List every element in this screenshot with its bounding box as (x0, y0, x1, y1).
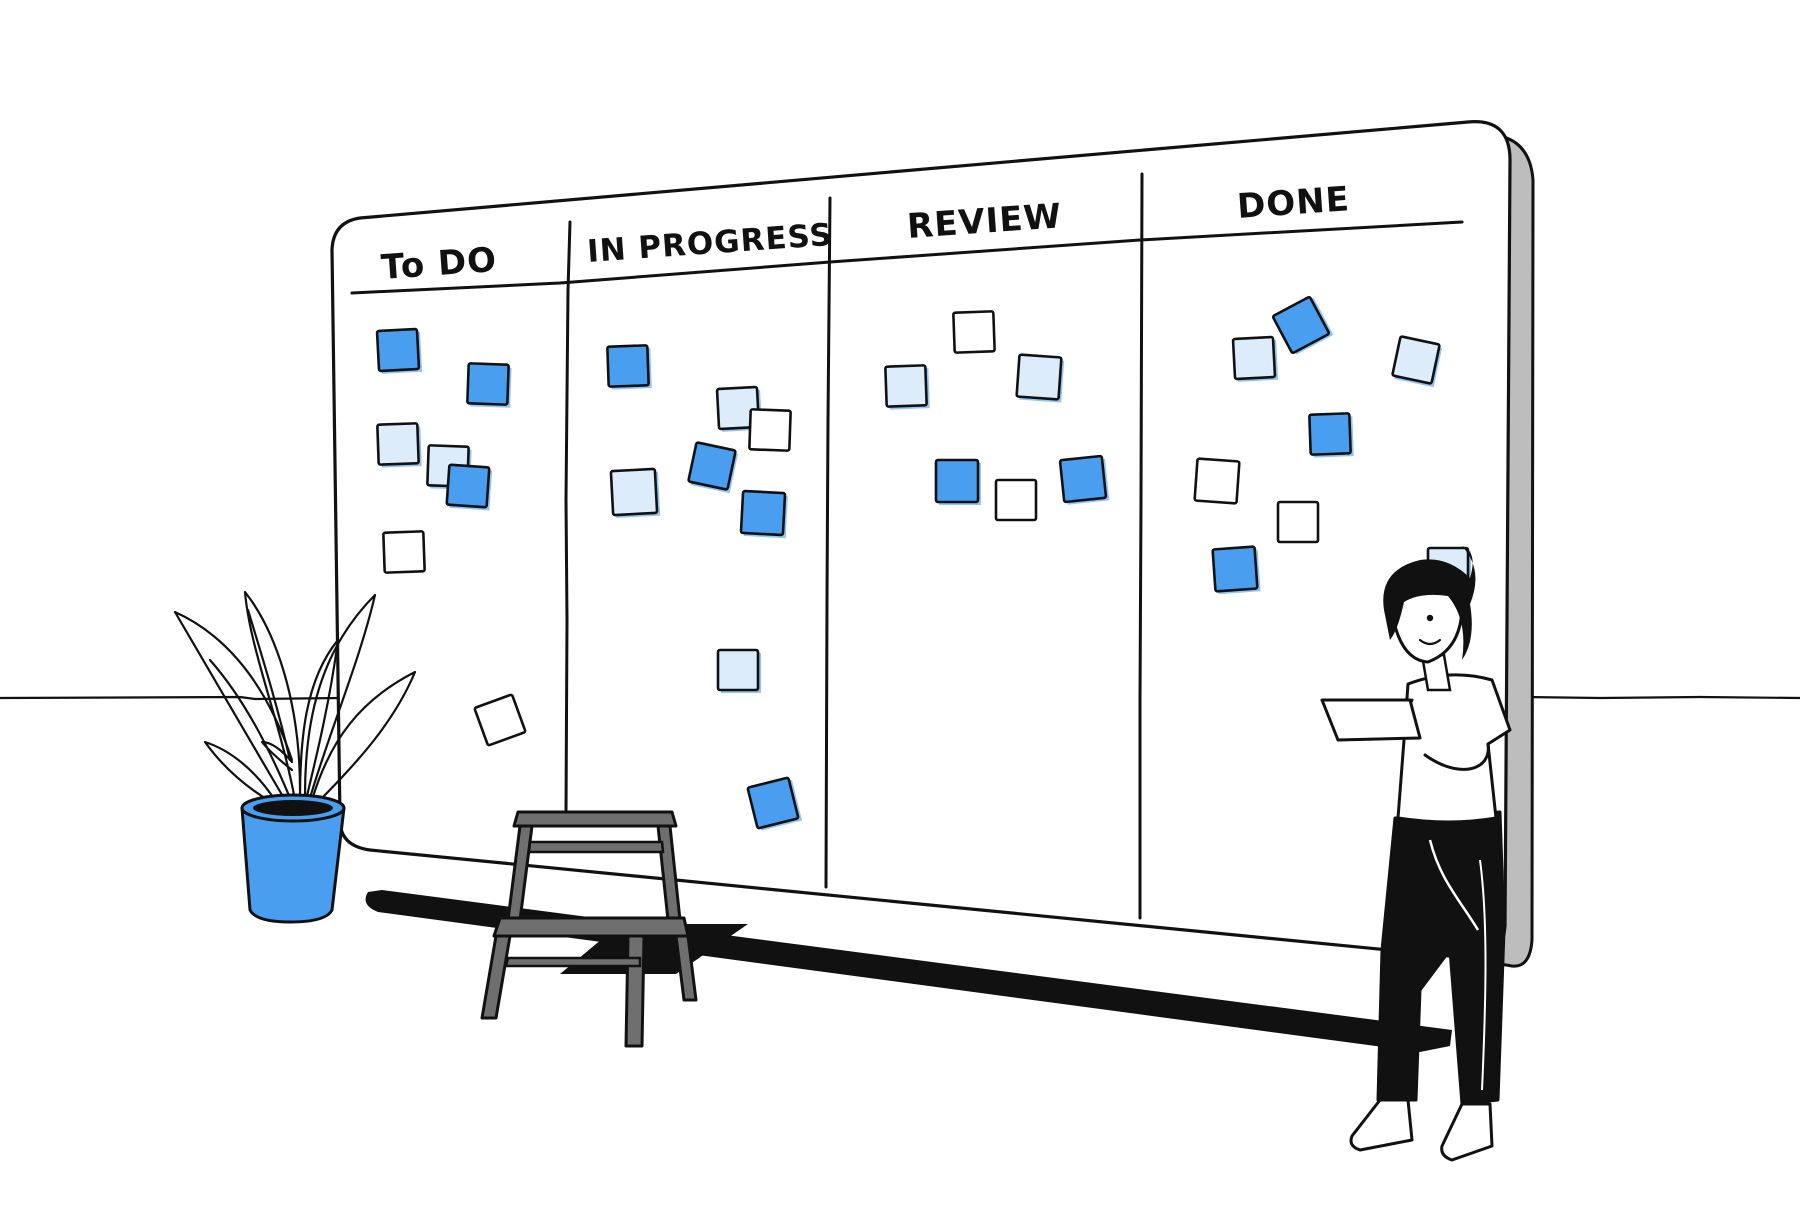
sticky-note-done (1391, 335, 1443, 388)
person-shoe-left (1349, 1098, 1414, 1152)
potted-plant (173, 590, 417, 924)
sticky-note-to-do (375, 327, 423, 374)
sticky-note-review (1015, 353, 1065, 403)
person-shoe-right (1440, 1102, 1494, 1162)
column-dividers (564, 172, 1144, 920)
tablet (1320, 698, 1422, 742)
sticky-note-done (1276, 500, 1320, 544)
sticky-note-to-do (473, 693, 527, 747)
person-hair (1383, 546, 1476, 660)
sticky-note-in-progress (606, 344, 652, 390)
sticky-notes (375, 296, 1471, 831)
sticky-note-in-progress (609, 467, 661, 518)
sticky-note-in-progress (687, 441, 739, 494)
sticky-note-done (1193, 457, 1241, 505)
sticky-note-in-progress (748, 408, 792, 452)
step-stool (480, 810, 748, 1048)
sticky-note-to-do (466, 362, 512, 408)
sticky-note-done (1272, 296, 1334, 355)
sticky-note-done (1211, 545, 1261, 595)
sticky-note-to-do (445, 463, 493, 511)
sticky-note-done (1308, 412, 1354, 458)
sticky-note-done (1231, 335, 1279, 382)
sticky-note-review (1058, 454, 1110, 505)
whiteboard (330, 120, 1512, 960)
person-trousers (1376, 810, 1506, 1106)
sticky-note-review (952, 310, 996, 354)
sticky-note-in-progress (746, 776, 803, 831)
column-label-to-do: To DO (380, 240, 499, 288)
sticky-note-review (884, 364, 930, 410)
column-label-done: DONE (1236, 179, 1351, 227)
sticky-note-in-progress (716, 648, 761, 693)
person-with-tablet (1320, 546, 1512, 1162)
horizon-line (0, 695, 1800, 701)
sticky-note-review (934, 458, 981, 505)
sticky-note-in-progress (739, 489, 788, 539)
plant-pot (240, 806, 346, 924)
sticky-note-to-do (382, 530, 426, 574)
sticky-note-to-do (376, 422, 422, 468)
sticky-note-review (994, 478, 1038, 522)
